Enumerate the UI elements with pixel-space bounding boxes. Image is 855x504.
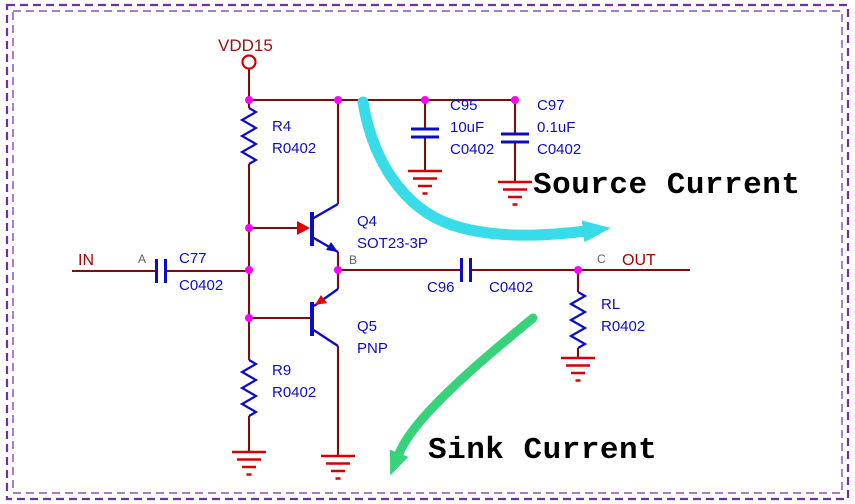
c95-value-label: 10uF — [450, 119, 484, 136]
ground-symbol-rl — [561, 356, 595, 382]
capacitor-c96-symbol — [460, 258, 472, 282]
q4-value-label: SOT23-3P — [357, 235, 428, 252]
r4-ref-label: R4 — [272, 118, 291, 135]
node-b-label: B — [349, 253, 357, 267]
ground-symbol-q5 — [321, 454, 355, 480]
transistor-q5-symbol — [310, 288, 339, 348]
c96-footprint-label: C0402 — [489, 279, 533, 296]
out-net-label: OUT — [622, 252, 656, 269]
c96-ref-label: C96 — [427, 279, 455, 296]
junction-dots — [245, 96, 582, 322]
junction-dot — [334, 266, 342, 274]
capacitor-c95-symbol — [411, 127, 439, 139]
junction-dot — [245, 224, 253, 232]
q4-emitter-arrow-icon — [326, 242, 338, 252]
c97-ref-label: C97 — [537, 97, 565, 114]
c97-footprint-label: C0402 — [537, 141, 581, 158]
ground-symbol-c95 — [408, 169, 442, 195]
r9-ref-label: R9 — [272, 362, 291, 379]
junction-dot — [421, 96, 429, 104]
capacitor-c97-symbol — [501, 132, 529, 144]
r4-footprint-label: R0402 — [272, 140, 316, 157]
resistor-r9-symbol — [239, 359, 259, 417]
node-c-label: C — [597, 252, 606, 266]
ground-symbol-r9 — [232, 450, 266, 476]
q4-base-arrow-icon — [297, 221, 310, 235]
c95-ref-label: C95 — [450, 97, 478, 114]
q5-collector-emitter-lines — [311, 288, 339, 348]
q4-collector-emitter-lines — [311, 202, 339, 254]
resistor-rl-symbol — [568, 291, 588, 349]
junction-dot — [574, 266, 582, 274]
rl-ref-label: RL — [601, 296, 620, 313]
source-current-annotation: Source Current — [533, 168, 800, 203]
capacitor-c77-symbol — [155, 259, 167, 283]
r9-footprint-label: R0402 — [272, 384, 316, 401]
q5-value-label: PNP — [357, 340, 388, 357]
sink-current-annotation: Sink Current — [428, 433, 657, 468]
c95-footprint-label: C0402 — [450, 141, 494, 158]
junction-dot — [334, 96, 342, 104]
junction-dot — [245, 266, 253, 274]
source-current-arrow — [357, 96, 611, 243]
c97-value-label: 0.1uF — [537, 119, 575, 136]
vdd-terminal-icon — [241, 54, 257, 70]
junction-dot — [245, 96, 253, 104]
q5-emitter-arrow-icon — [315, 295, 327, 305]
junction-dot — [511, 96, 519, 104]
in-net-label: IN — [78, 252, 94, 269]
node-a-label: A — [138, 252, 146, 266]
c77-ref-label: C77 — [179, 250, 207, 267]
rl-footprint-label: R0402 — [601, 318, 645, 335]
junction-dot — [245, 314, 253, 322]
resistor-r4-symbol — [239, 107, 259, 165]
vdd-net-label: VDD15 — [218, 36, 273, 55]
q4-ref-label: Q4 — [357, 213, 377, 230]
inner-border — [12, 10, 843, 494]
ground-symbol-c97 — [498, 180, 532, 206]
transistor-q4-symbol — [297, 202, 339, 254]
c77-footprint-label: C0402 — [179, 277, 223, 294]
q5-ref-label: Q5 — [357, 318, 377, 335]
sink-current-arrow — [389, 313, 538, 476]
outer-border — [5, 3, 850, 501]
